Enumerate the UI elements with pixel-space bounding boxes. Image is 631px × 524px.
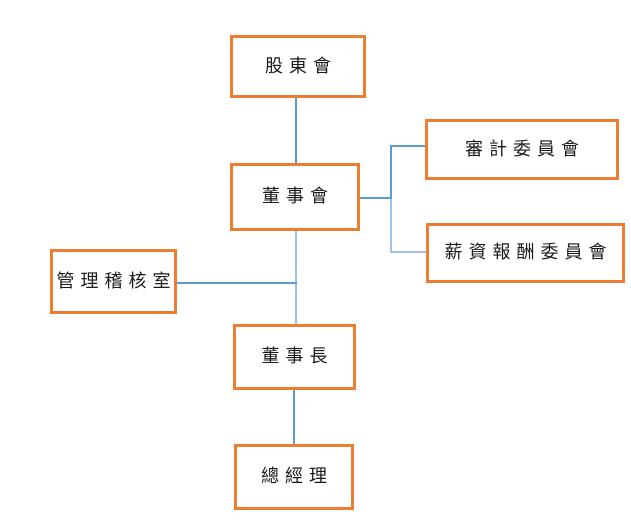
connector-board-compensation-committee — [390, 251, 427, 253]
org-node-label: 股東會 — [265, 55, 337, 77]
org-node-compensation-committee: 薪資報酬委員會 — [426, 223, 625, 283]
connector-board-audit-committee — [390, 145, 426, 147]
connector-audit-office-board — [176, 282, 297, 284]
org-node-label: 總經理 — [261, 466, 333, 487]
org-node-chairman: 董事長 — [233, 324, 356, 390]
org-node-label: 審計委員會 — [465, 138, 585, 160]
org-node-general-manager: 總經理 — [234, 444, 354, 510]
org-node-audit-committee: 審計委員會 — [425, 119, 619, 180]
org-node-label: 董事長 — [261, 346, 334, 367]
connector-right-vertical-upper — [390, 145, 392, 199]
org-node-label: 董事會 — [262, 186, 334, 207]
org-node-shareholders: 股東會 — [230, 35, 366, 98]
org-node-label: 薪資報酬委員會 — [444, 242, 613, 263]
connector-shareholders-board — [295, 97, 297, 164]
org-node-board: 董事會 — [230, 163, 360, 231]
connector-board-right-stub — [359, 197, 392, 199]
connector-chairman-general-manager — [293, 389, 295, 445]
connector-board-chairman — [295, 230, 297, 325]
connector-right-vertical-lower — [390, 199, 392, 253]
org-node-audit-office: 管理稽核室 — [50, 249, 177, 314]
org-node-label: 管理稽核室 — [56, 270, 177, 292]
